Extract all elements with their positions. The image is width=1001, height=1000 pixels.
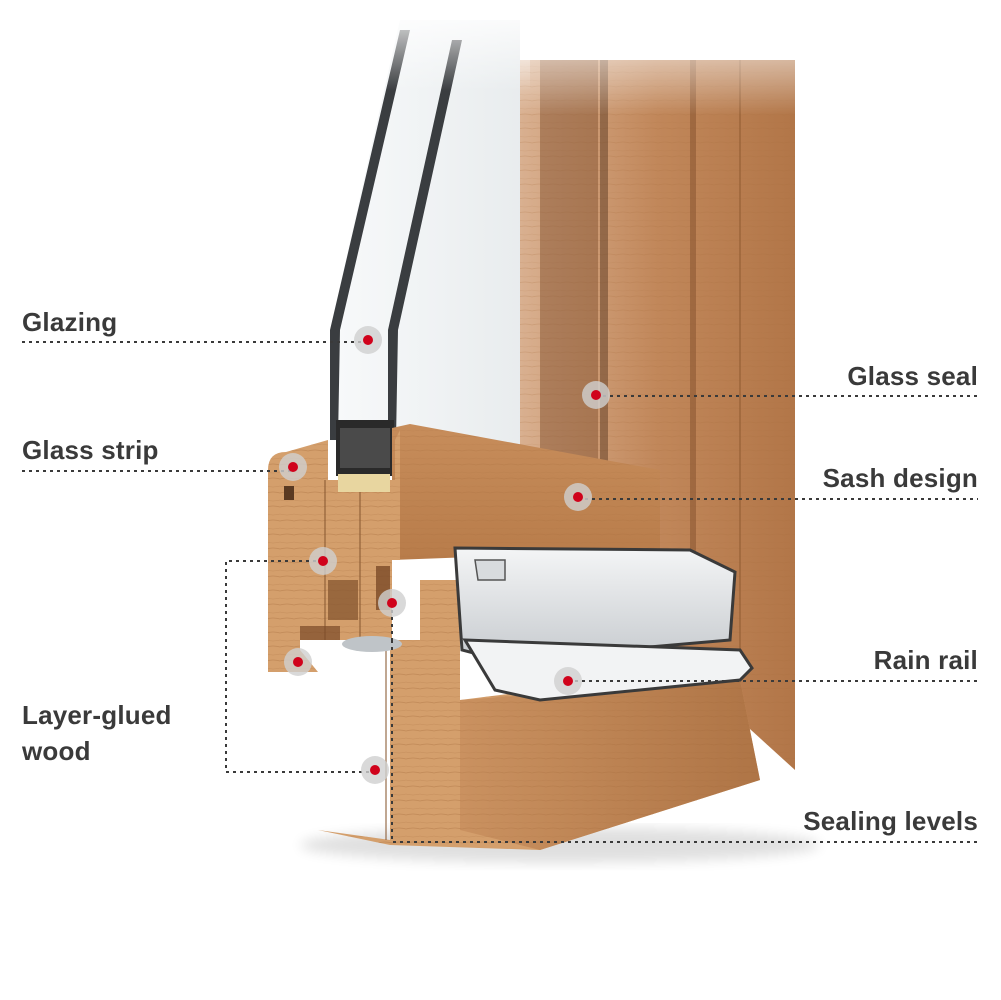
marker-glass-seal [582,381,610,409]
markers [279,326,610,784]
label-rain-rail: Rain rail [873,645,978,675]
glazing-panes [330,0,530,476]
marker-layer-glued-wood-1 [309,547,337,575]
marker-sash-design [564,483,592,511]
marker-sealing-level-1 [378,589,406,617]
marker-rain-rail [554,667,582,695]
label-glazing: Glazing [22,307,118,337]
marker-glass-strip [279,453,307,481]
label-sash-design: Sash design [822,463,978,493]
label-layer-glued-wood: Layer-glued wood [22,700,172,766]
label-sealing-levels: Sealing levels [803,806,978,836]
rain-rail-profile [453,546,754,702]
marker-sealing-level-2 [284,648,312,676]
marker-layer-glued-wood-2 [361,756,389,784]
label-glass-seal: Glass seal [847,361,978,391]
sash-top-face [392,424,660,560]
marker-glazing [354,326,382,354]
label-glass-strip: Glass strip [22,435,159,465]
